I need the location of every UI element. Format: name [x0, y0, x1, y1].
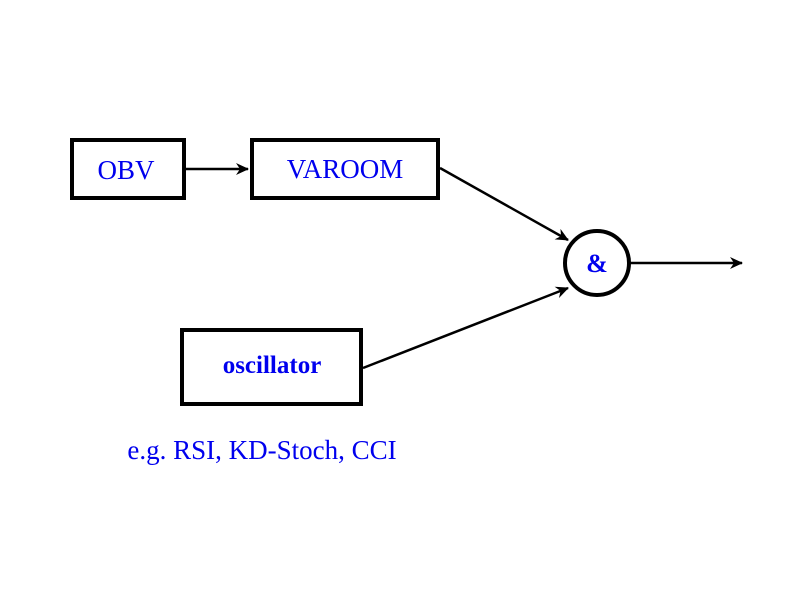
varoom-node: VAROOM	[250, 138, 440, 200]
and-gate-label: &	[586, 249, 608, 278]
and-gate-circle	[563, 229, 631, 297]
varoom-label: VAROOM	[287, 154, 404, 184]
oscillator-box	[180, 328, 363, 406]
obv-box	[70, 138, 186, 200]
oscillator-examples-note: e.g. RSI, KD-Stoch, CCI	[127, 435, 396, 465]
obv-node: OBV	[70, 138, 186, 200]
edge-varoom-to-and	[439, 166, 569, 242]
obv-label: OBV	[97, 155, 155, 185]
and-gate-node: &	[563, 229, 631, 297]
oscillator-node: oscillator	[180, 328, 363, 406]
edge-oscillator-to-and	[362, 286, 569, 370]
oscillator-label: oscillator	[223, 352, 322, 379]
varoom-box	[250, 138, 440, 200]
